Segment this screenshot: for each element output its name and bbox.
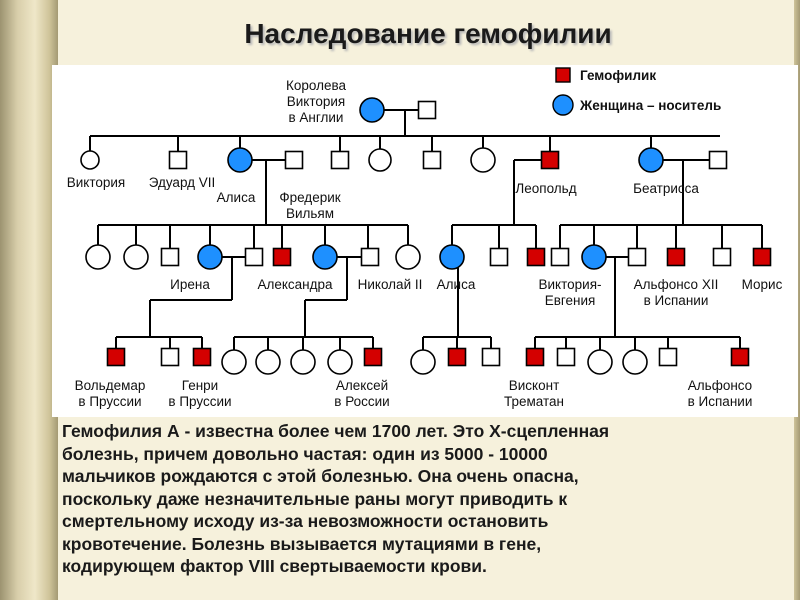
son-square: [658, 347, 678, 367]
label-frederik-line-2: Вильям: [286, 206, 334, 221]
label-frederik-line-1: Фредерик: [279, 190, 340, 205]
label-alisa-1: Алиса: [217, 190, 256, 205]
beatrissa-husband-square: [708, 150, 728, 170]
hemophiliac-son-square: [272, 247, 292, 267]
hemophiliac-son-square: [526, 247, 546, 267]
daughter-circle: [123, 244, 149, 270]
label-eduard: Эдуард VII: [149, 175, 216, 190]
pedigree-nodes: [80, 97, 772, 375]
alisa-2-circle: [439, 244, 465, 270]
queen-viktoria-circle: [359, 97, 385, 123]
legend-hemophiliac-square: [555, 67, 571, 83]
son-square: [481, 347, 501, 367]
label-alisa-2: Алиса: [437, 277, 476, 292]
son-square: [160, 247, 180, 267]
alfonso-xii-square: [627, 247, 647, 267]
slide-frame-left: [0, 0, 58, 600]
son-square: [160, 347, 180, 367]
label-viskont-line-2: Трематан: [504, 394, 564, 409]
label-genri-line-1: Генри: [182, 378, 218, 393]
daughter-circle: [85, 244, 111, 270]
label-viskont-line-1: Висконт: [509, 378, 560, 393]
label-alfonso-line-1: Альфонсо: [688, 378, 752, 393]
label-alfonso-line-2: в Испании: [688, 394, 753, 409]
label-nikolai: Николай II: [358, 277, 423, 292]
queen-husband-square: [417, 100, 437, 120]
hemophiliac-son-square: [666, 247, 686, 267]
son-square: [422, 150, 442, 170]
son-square: [330, 150, 350, 170]
beatrissa-circle: [638, 147, 664, 173]
moris-square: [752, 247, 772, 267]
label-voldemar-line-2: в Пруссии: [78, 394, 141, 409]
aleksei-square: [363, 347, 383, 367]
son-square: [550, 247, 570, 267]
alisa-circle: [227, 147, 253, 173]
leopold-wife-circle: [470, 147, 496, 173]
description-text: Гемофилия А - известна более чем 1700 ле…: [62, 421, 610, 576]
irena-circle: [197, 244, 223, 270]
daughter-circle: [395, 244, 421, 270]
label-viktoria: Виктория: [67, 175, 126, 190]
label-leopold: Леопольд: [515, 181, 576, 196]
label-queen-line-2: Виктория: [287, 94, 346, 109]
viktoria-circle: [80, 150, 100, 170]
label-alfonso-xii-line-2: в Испании: [644, 293, 709, 308]
daughter-circle: [368, 148, 392, 172]
daughter-circle: [587, 349, 613, 375]
viskont-square: [525, 347, 545, 367]
son-square: [489, 247, 509, 267]
irena-husband-square: [244, 247, 264, 267]
daughter-circle: [221, 349, 247, 375]
legend-box: [538, 66, 792, 124]
label-viktoria-evgenia-line-1: Виктория-: [539, 277, 602, 292]
label-aleksei-line-1: Алексей: [336, 378, 388, 393]
leopold-square: [540, 150, 560, 170]
daughter-circle: [622, 349, 648, 375]
son-square: [556, 347, 576, 367]
frederik-square: [284, 150, 304, 170]
legend-hemophiliac-label: Гемофилик: [580, 68, 656, 83]
legend-carrier-label: Женщина – носитель: [579, 98, 721, 113]
label-viktoria-evgenia-line-2: Евгения: [545, 293, 596, 308]
daughter-circle: [255, 349, 281, 375]
voldemar-square: [106, 347, 126, 367]
alfonso-square: [730, 347, 750, 367]
label-irena: Ирена: [170, 277, 210, 292]
label-moris: Морис: [742, 277, 783, 292]
label-alfonso-xii-line-1: Альфонсо XII: [634, 277, 719, 292]
legend-carrier-circle: [552, 94, 574, 116]
label-genri-line-2: в Пруссии: [168, 394, 231, 409]
genri-square: [192, 347, 212, 367]
daughter-circle: [410, 349, 436, 375]
aleksandra-circle: [312, 244, 338, 270]
son-square: [712, 247, 732, 267]
daughter-circle: [327, 349, 353, 375]
pedigree-lines: [89, 109, 763, 355]
label-beatrissa: Беатрисса: [633, 181, 699, 196]
label-aleksandra: Александра: [257, 277, 333, 292]
label-queen-line-1: Королева: [286, 78, 346, 93]
label-aleksei-line-2: в России: [334, 394, 389, 409]
label-voldemar-line-1: Вольдемар: [75, 378, 146, 393]
label-queen-line-3: в Англии: [289, 110, 344, 125]
nikolai-square: [360, 247, 380, 267]
hemophiliac-son-square: [447, 347, 467, 367]
page-title: Наследование гемофилии: [244, 18, 612, 49]
daughter-circle: [290, 349, 316, 375]
eduard-square: [168, 150, 188, 170]
viktoria-evgenia-circle: [581, 244, 607, 270]
